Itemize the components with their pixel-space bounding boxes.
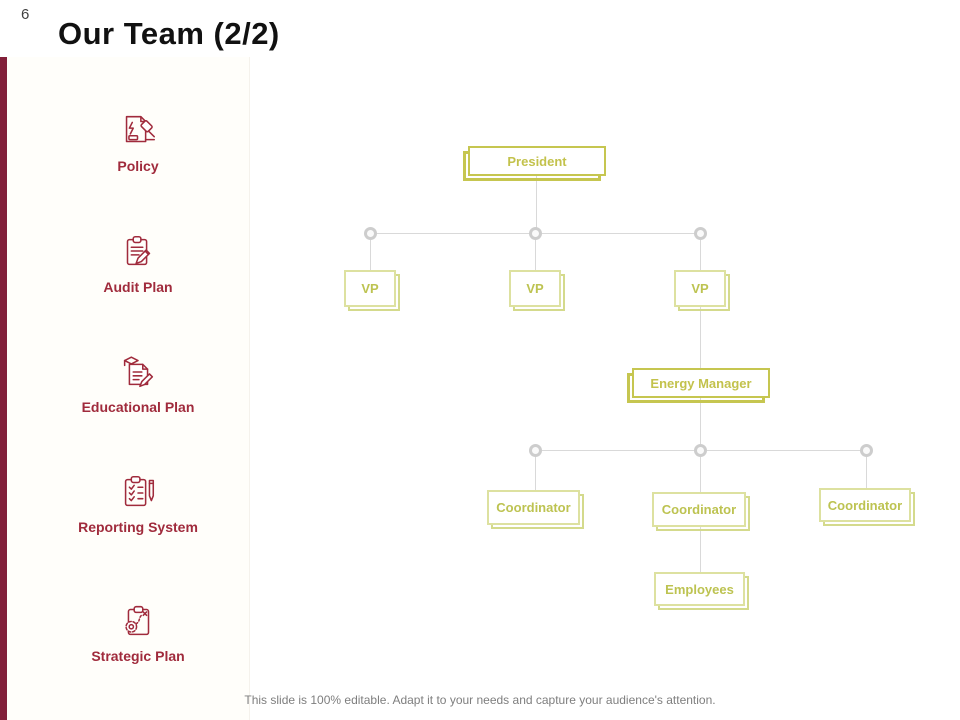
connector-line xyxy=(536,176,537,233)
gear-strategy-clipboard-icon xyxy=(117,600,159,642)
document-graduation-pencil-icon xyxy=(117,351,159,393)
node-label: VP xyxy=(509,270,561,307)
checklist-pencil-icon xyxy=(117,471,159,513)
node-label: President xyxy=(468,146,606,176)
page-number: 6 xyxy=(21,6,30,23)
node-label: Energy Manager xyxy=(632,368,770,398)
connector-line xyxy=(535,233,536,270)
connector-line xyxy=(700,397,701,450)
connector-joint xyxy=(529,227,542,240)
org-node-vp-3: VP xyxy=(674,270,730,311)
sidebar-item-label: Reporting System xyxy=(78,519,198,535)
sidebar-item-label: Strategic Plan xyxy=(91,648,185,664)
org-node-vp-1: VP xyxy=(344,270,400,311)
node-label: Coordinator xyxy=(819,488,911,522)
left-accent-bar xyxy=(0,57,7,720)
connector-line xyxy=(700,233,701,270)
node-label: Coordinator xyxy=(652,492,746,527)
sidebar-item-label: Educational Plan xyxy=(81,399,195,415)
footer-note: This slide is 100% editable. Adapt it to… xyxy=(244,693,716,707)
connector-line xyxy=(700,307,701,368)
node-label: VP xyxy=(344,270,396,307)
org-node-president: President xyxy=(463,146,606,181)
connector-line xyxy=(535,450,536,491)
org-node-coordinator-3: Coordinator xyxy=(819,488,915,526)
connector-joint xyxy=(860,444,873,457)
connector-joint xyxy=(694,227,707,240)
sidebar-item-strategic-plan: Strategic Plan xyxy=(58,600,218,664)
sidebar-item-educational-plan: Educational Plan xyxy=(58,351,218,415)
org-node-vp-2: VP xyxy=(509,270,565,311)
sidebar-item-audit-plan: Audit Plan xyxy=(58,231,218,295)
node-label: Employees xyxy=(654,572,745,606)
node-label: VP xyxy=(674,270,726,307)
org-node-energy-manager: Energy Manager xyxy=(627,368,770,403)
clipboard-pencil-icon xyxy=(117,231,159,273)
sidebar-item-policy: Policy xyxy=(58,110,218,174)
connector-joint xyxy=(529,444,542,457)
org-node-employees: Employees xyxy=(654,572,749,610)
page-title: Our Team (2/2) xyxy=(58,16,280,51)
node-label: Coordinator xyxy=(487,490,580,525)
sidebar-item-reporting-system: Reporting System xyxy=(58,471,218,535)
org-node-coordinator-1: Coordinator xyxy=(487,490,584,529)
connector-line xyxy=(700,450,701,492)
sidebar-item-label: Policy xyxy=(117,158,159,174)
connector-line xyxy=(370,233,371,270)
org-node-coordinator-2: Coordinator xyxy=(652,492,750,531)
connector-line xyxy=(700,527,701,572)
gavel-document-icon xyxy=(117,110,159,152)
connector-joint xyxy=(364,227,377,240)
connector-joint xyxy=(694,444,707,457)
sidebar-item-label: Audit Plan xyxy=(103,279,173,295)
connector-line xyxy=(866,450,867,488)
